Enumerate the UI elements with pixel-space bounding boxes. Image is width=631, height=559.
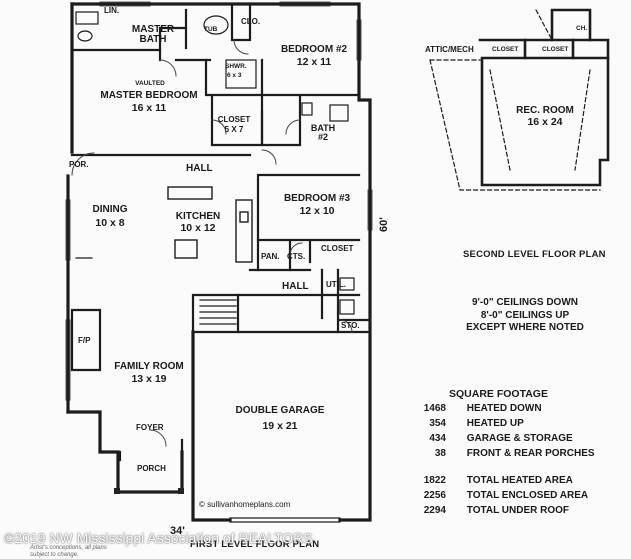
door-swings [71, 39, 353, 447]
closet-name: CLOSET [217, 115, 251, 124]
sf-row: 434 GARAGE & STORAGE [410, 434, 595, 449]
bedroom3-name: BEDROOM #3 [283, 193, 351, 204]
sf-label: HEATED DOWN [466, 403, 542, 414]
second-level-caption: SECOND LEVEL FLOOR PLAN [463, 249, 606, 260]
closet-clo-label: CLO. [241, 17, 261, 26]
bedroom2-size: 12 x 11 [296, 56, 332, 68]
garage-door [229, 517, 341, 523]
upper-hall-label: HALL [186, 163, 213, 174]
family-room-size: 13 x 19 [131, 373, 167, 385]
cts-label: CTS. [287, 252, 306, 261]
porch-posts [114, 488, 184, 494]
fine-print: Artist's conceptions, all plans subject … [30, 545, 107, 558]
first-level-outer-walls [66, 2, 372, 522]
storage-label: STO. [341, 321, 360, 330]
ceiling-note-line: 8'-0" CEILINGS UP [480, 309, 570, 321]
sf-total-value: 1822 [423, 475, 446, 486]
master-bath-label: MASTER BATH [128, 25, 178, 45]
ceiling-note-line: 9'-0" CEILINGS DOWN [471, 297, 578, 308]
second-level-walls [478, 8, 610, 187]
sf-label: FRONT & REAR PORCHES [466, 448, 595, 459]
watermark: ©2019 NW Mississippi Association of REAL… [4, 530, 313, 546]
ceiling-note-line: EXCEPT WHERE NOTED [466, 322, 584, 333]
sf-total-value: 2294 [423, 505, 446, 516]
sf-total-label: TOTAL UNDER ROOF [466, 505, 570, 516]
linen-label: LIN. [104, 6, 120, 15]
foyer-label: FOYER [136, 423, 164, 432]
sf-value: 354 [429, 418, 446, 429]
depth-dimension: 60' [378, 217, 390, 232]
master-bath-label-line1: MASTER [131, 24, 175, 35]
sf-total-row: 2256 TOTAL ENCLOSED AREA [410, 491, 595, 506]
porch-label: PORCH [137, 464, 166, 473]
sf-value: 434 [429, 433, 446, 444]
bath-fixtures [75, 11, 355, 315]
closet-b-label: CLOSET [542, 46, 569, 53]
sf-row: 354 HEATED UP [410, 419, 595, 434]
rec-room-size: 16 x 24 [527, 116, 563, 128]
second-level-roofline [429, 9, 601, 191]
first-level-interior-walls [70, 3, 372, 462]
bath2-label-line2: #2 [317, 132, 328, 142]
dining-name: DINING [92, 204, 128, 215]
sf-total-label: TOTAL HEATED AREA [466, 475, 573, 486]
shower-size: 6 x 3 [227, 72, 242, 79]
sf-row: 1468 HEATED DOWN [410, 404, 595, 419]
sf-total-label: TOTAL ENCLOSED AREA [466, 490, 589, 501]
windows [65, 1, 373, 401]
sf-label: GARAGE & STORAGE [466, 433, 573, 444]
bath2-label: BATH #2 [306, 124, 340, 142]
kitchen-name: KITCHEN [175, 211, 221, 222]
master-bedroom-name: MASTER BEDROOM [100, 90, 198, 101]
fine-print-line: Artist's conceptions, all plans [30, 545, 107, 551]
sf-label: HEATED UP [466, 418, 524, 429]
first-level-caption: FIRST LEVEL FLOOR PLAN [190, 539, 320, 550]
bedroom2-name: BEDROOM #2 [280, 44, 348, 55]
pantry-label: PAN. [261, 252, 280, 261]
ch-label: CH. [576, 25, 588, 32]
attic-mech-label: ATTIC/MECH [425, 45, 474, 54]
bath2-label-line1: BATH [310, 123, 336, 133]
dining-size: 10 x 8 [95, 217, 125, 229]
master-bedroom-size: 16 x 11 [131, 102, 167, 114]
stair-treads [199, 299, 237, 325]
double-garage-size: 19 x 21 [262, 420, 298, 432]
double-garage-name: DOUBLE GARAGE [235, 405, 325, 416]
closet2-label: CLOSET [321, 244, 354, 253]
ceiling-notes: 9'-0" CEILINGS DOWN 8'-0" CEILINGS UP EX… [440, 297, 610, 335]
vaulted-note: VAULTED [135, 80, 165, 87]
kitchen-size: 10 x 12 [180, 222, 216, 234]
utility-label: UTIL. [326, 280, 346, 289]
website-credit: © sullivanhomeplans.com [199, 500, 291, 509]
shower-label: SHWR. [225, 63, 247, 70]
fireplace-label: F/P [78, 336, 91, 345]
fine-print-line: subject to change. [30, 551, 79, 558]
kitchen-counters [167, 186, 253, 263]
sf-row: 38 FRONT & REAR PORCHES [410, 449, 595, 464]
tub-label: TUB [204, 26, 218, 33]
square-footage-table: 1468 HEATED DOWN 354 HEATED UP 434 GARAG… [410, 404, 595, 521]
square-footage-title: SQUARE FOOTAGE [449, 388, 548, 400]
closet-a-label: CLOSET [492, 46, 519, 53]
sf-total-value: 2256 [423, 490, 446, 501]
family-room-name: FAMILY ROOM [114, 361, 184, 372]
master-bath-label-line2: BATH [139, 34, 167, 45]
rec-room-name: REC. ROOM [516, 105, 574, 116]
sf-total-row: 2294 TOTAL UNDER ROOF [410, 506, 595, 521]
sf-total-row: 1822 TOTAL HEATED AREA [410, 476, 595, 491]
lower-hall-label: HALL [282, 281, 309, 292]
sf-value: 1468 [423, 403, 446, 414]
sf-value: 38 [434, 448, 446, 459]
width-dimension: 34' [170, 525, 185, 537]
porch-por-label: POR. [69, 160, 89, 169]
bedroom3-size: 12 x 10 [299, 205, 335, 217]
closet-size: 5 X 7 [224, 125, 244, 134]
